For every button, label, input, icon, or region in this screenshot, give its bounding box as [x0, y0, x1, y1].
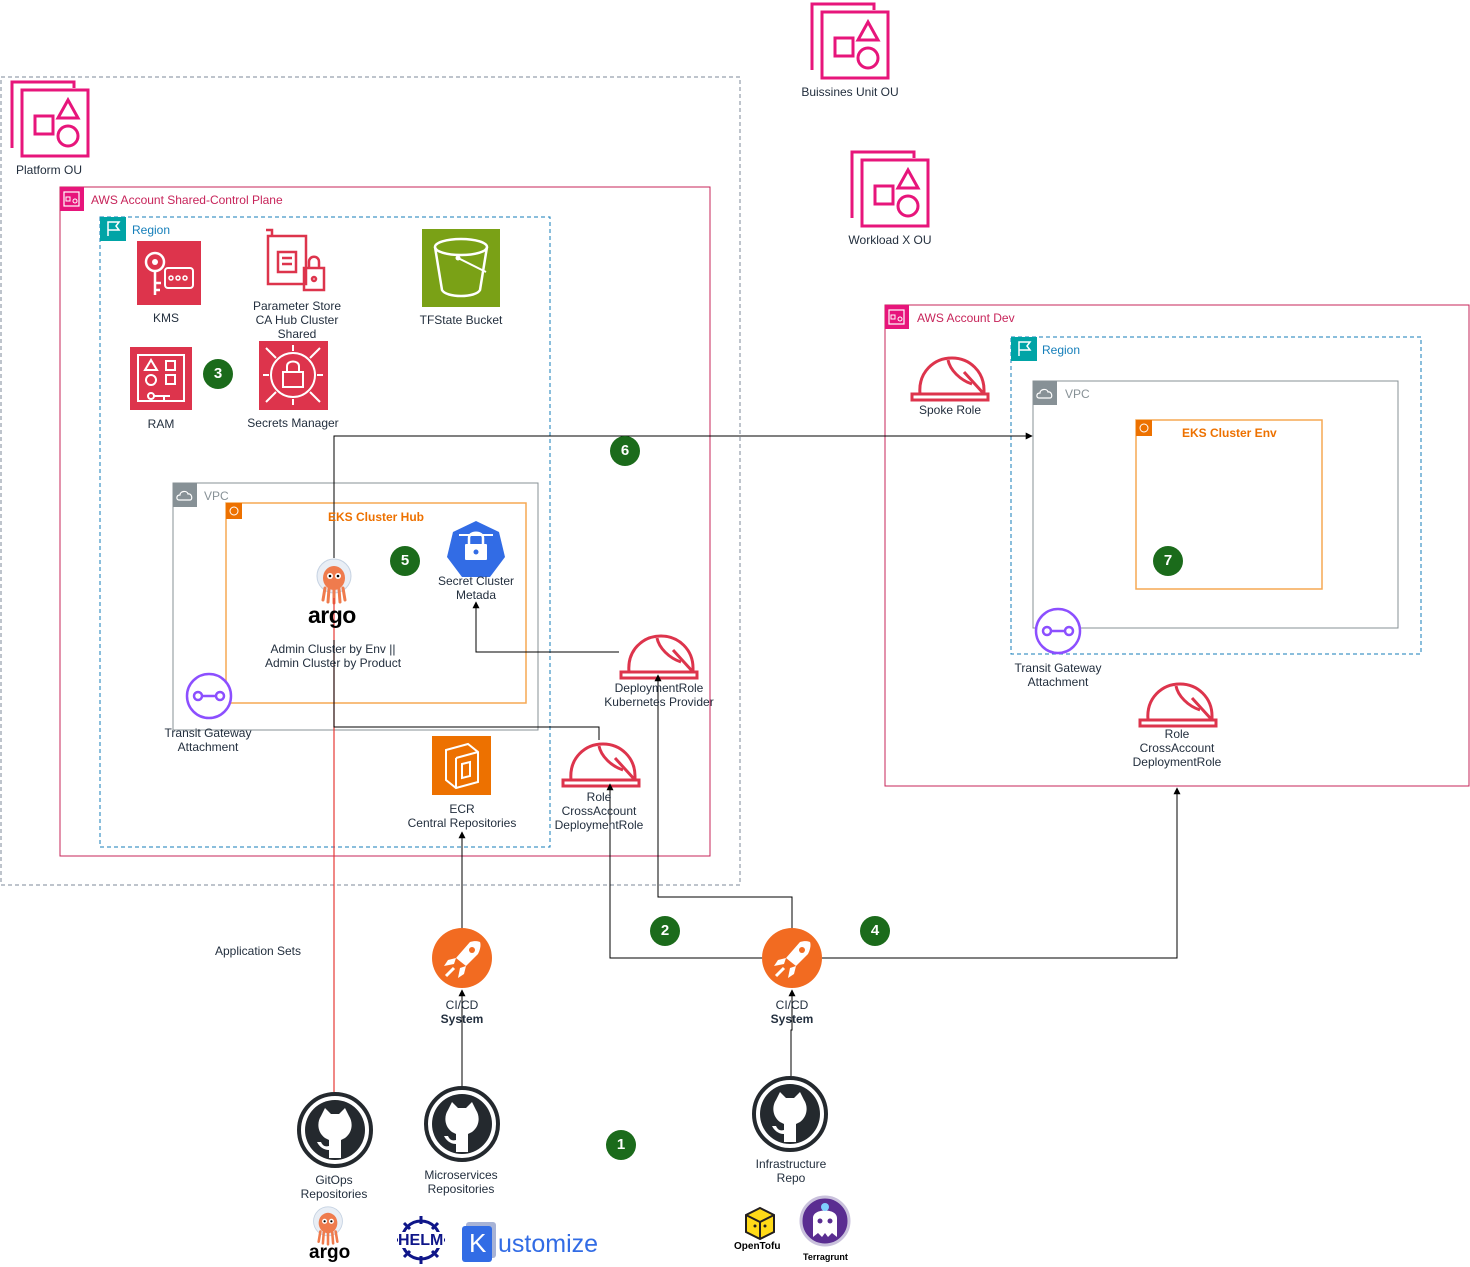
spoke-role-label: Spoke Role: [918, 403, 982, 417]
helm-wheel-icon: [397, 1216, 445, 1264]
gitops-repo-label: GitOps Repositories: [300, 1173, 368, 1201]
business-unit-ou-icon: [810, 2, 890, 80]
helm-wordmark: HELM: [398, 1232, 444, 1249]
tgw-dev-label: Transit Gateway Attachment: [1014, 661, 1102, 689]
dev-vpc-group: [1032, 380, 1399, 629]
region-flag-icon: [1011, 337, 1037, 361]
cicd-infra-label: CI/CD System: [770, 998, 814, 1026]
secrets-manager-icon: [259, 341, 328, 410]
opentofu-icon: [745, 1206, 775, 1241]
iam-role-helmet-icon: [561, 742, 641, 788]
opentofu-wordmark: OpenTofu: [734, 1241, 781, 1252]
terragrunt-wordmark: Terragrunt: [803, 1252, 848, 1262]
iam-role-helmet-icon: [910, 356, 990, 402]
hub-vpc-title: VPC: [204, 489, 229, 503]
shared-account-group: [59, 186, 711, 857]
infra-repo-to-cicd-connector: [788, 989, 796, 1076]
argo-octopus-icon: [315, 557, 353, 605]
argo-wordmark: argo: [308, 602, 356, 628]
argo-octopus-icon: [312, 1205, 344, 1246]
kms-label: KMS: [152, 311, 179, 325]
env-cluster-group: [1135, 419, 1323, 590]
step-badge-2: 2: [650, 916, 680, 946]
vpc-cloud-icon: [1033, 381, 1057, 405]
cicd-apps-label: CI/CD System: [440, 998, 484, 1026]
kubernetes-secret-icon: [447, 521, 505, 577]
cicd-rocket-icon: [760, 926, 824, 990]
kustomize-k: K: [469, 1228, 487, 1258]
iam-role-helmet-icon: [1138, 682, 1218, 728]
cicd-to-role-shared-connector: [606, 783, 762, 959]
infra-repo-label: Infrastructure Repo: [755, 1157, 827, 1185]
kustomize-icon: [462, 1222, 496, 1262]
transit-gateway-attachment-icon: [185, 672, 233, 720]
parameter-store-label: Parameter Store CA Hub Cluster Shared: [252, 299, 342, 341]
shared-account-title: AWS Account Shared-Control Plane: [91, 193, 283, 207]
transit-gateway-attachment-icon: [1034, 607, 1082, 655]
ecr-icon: [432, 736, 491, 795]
step-badge-6: 6: [610, 436, 640, 466]
account-icon: [885, 305, 909, 329]
dev-region-title: Region: [1042, 343, 1081, 357]
shared-region-title: Region: [132, 223, 171, 237]
vpc-cloud-icon: [173, 483, 197, 507]
ram-icon: [130, 347, 192, 410]
hub-cluster-title: EKS Cluster Hub: [328, 510, 425, 524]
shared-region-group: [99, 216, 551, 848]
eks-icon: [226, 503, 242, 519]
dev-account-title: AWS Account Dev: [917, 311, 1015, 325]
region-flag-icon: [100, 217, 126, 241]
kustomize-wordmark: ustomize: [498, 1230, 599, 1258]
platform-ou-boundary: [0, 76, 741, 886]
micro-repo-label: Microservices Repositories: [424, 1168, 498, 1196]
ecr-label: ECR Central Repositories: [407, 802, 517, 830]
step-badge-5: 5: [390, 546, 420, 576]
hub-cluster-group: [225, 502, 527, 704]
cicd-rocket-icon: [430, 926, 494, 990]
deploymentrole-to-secret-connector: [472, 601, 619, 653]
tgw-hub-label: Transit Gateway Attachment: [164, 726, 252, 754]
hub-vpc-group: [172, 482, 539, 731]
dev-account-group: [884, 304, 1470, 787]
github-icon: [752, 1076, 828, 1152]
role-dev-label: Role CrossAccount DeploymentRole: [1132, 727, 1222, 769]
ram-label: RAM: [147, 417, 175, 431]
platform-ou-icon: [10, 80, 90, 158]
argo-admin-label: Admin Cluster by Env || Admin Cluster by…: [264, 642, 402, 670]
secrets-manager-label: Secrets Manager: [247, 416, 339, 430]
platform-ou-label: Platform OU: [15, 163, 82, 177]
github-icon: [297, 1092, 373, 1168]
cicd-to-role-dev-connector: [822, 787, 1181, 959]
step-badge-1: 1: [606, 1130, 636, 1160]
iam-role-helmet-icon: [619, 634, 699, 680]
workload-ou-icon: [850, 150, 930, 228]
step-badge-3: 3: [203, 359, 233, 389]
argo-to-dev-vpc-connector: [333, 432, 1033, 558]
dev-region-group: [1010, 336, 1422, 655]
terragrunt-icon: [799, 1195, 851, 1247]
kms-icon: [137, 241, 201, 305]
s3-bucket-icon: [422, 229, 500, 307]
argo-to-role-connector: [333, 640, 600, 740]
env-cluster-title: EKS Cluster Env: [1182, 426, 1277, 440]
workload-ou-label: Workload X OU: [848, 233, 932, 247]
eks-icon: [1136, 420, 1152, 436]
application-sets-label: Application Sets: [214, 944, 302, 958]
tfstate-label: TFState Bucket: [419, 313, 503, 327]
business-unit-ou-label: Buissines Unit OU: [801, 85, 899, 99]
step-badge-4: 4: [860, 916, 890, 946]
deployment-role-label: DeploymentRole Kubernetes Provider: [604, 681, 714, 709]
account-icon: [60, 187, 84, 211]
role-shared-label: Role CrossAccount DeploymentRole: [554, 790, 644, 832]
cicd-to-deploymentrole-connector: [654, 674, 793, 928]
dev-vpc-title: VPC: [1065, 387, 1090, 401]
github-icon: [424, 1086, 500, 1162]
secret-cluster-label: Secret Cluster Metada: [437, 574, 515, 602]
step-badge-7: 7: [1153, 546, 1183, 576]
argo-wordmark: argo: [309, 1242, 351, 1263]
parameter-store-icon: [266, 228, 326, 292]
